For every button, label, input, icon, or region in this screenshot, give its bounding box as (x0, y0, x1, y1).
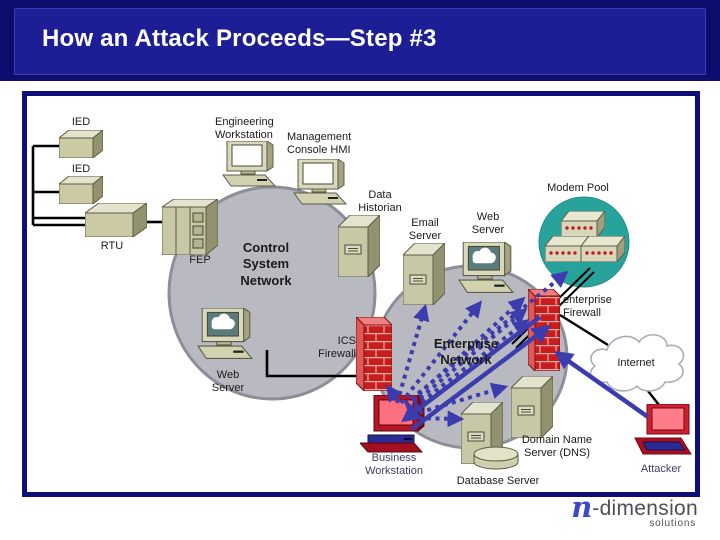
slide-title: How an Attack Proceeds—Step #3 (42, 25, 437, 52)
internet-label: Internet (617, 357, 655, 369)
slide-header-panel: How an Attack Proceeds—Step #3 (14, 8, 706, 75)
modem-icon (561, 211, 605, 237)
company-logo: n-dimension solutions (548, 490, 698, 530)
logo-mark: n (571, 490, 593, 524)
web-server-control-label: Web Server (211, 369, 245, 394)
management-console-label: Management Console HMI (287, 131, 352, 156)
rtu-icon (85, 203, 147, 237)
logo-tagline: solutions (649, 518, 696, 529)
slide-header: How an Attack Proceeds—Step #3 (0, 0, 720, 81)
modem-icon (581, 236, 625, 262)
enterprise-firewall-label: enterprise Firewall (563, 294, 612, 319)
email-server-label: Email Server (408, 217, 442, 242)
ics-firewall-icon (356, 317, 392, 391)
data-historian-icon (338, 215, 380, 277)
fep-cabinet-icon (162, 199, 218, 255)
enterprise-network-label: Enterprise Network (433, 336, 499, 368)
attacker-laptop-icon (634, 404, 692, 455)
logo-wordmark: -dimension (592, 497, 698, 520)
email-server-icon (403, 243, 445, 305)
management-console-icon (293, 159, 348, 205)
business-workstation-label: Business Workstation (365, 452, 423, 477)
dns-server-icon (511, 376, 553, 438)
business-workstation-icon (360, 395, 425, 453)
engineering-workstation-icon (222, 141, 277, 187)
attacker-label: Attacker (640, 463, 682, 475)
modem-pool-label: Modem Pool (547, 182, 609, 194)
ics-firewall-label: ICS Firewall (318, 335, 356, 360)
fep-label: FEP (189, 254, 211, 266)
web-server-enterprise-icon (458, 242, 515, 293)
enterprise-firewall-icon (528, 289, 560, 371)
database-disk-icon (473, 446, 519, 470)
ied-2-label: IED (71, 163, 91, 175)
engineering-workstation-label: Engineering Workstation (215, 116, 274, 141)
ied-1-icon (59, 130, 103, 158)
rtu-label: RTU (100, 240, 124, 252)
ied-1-label: IED (71, 116, 91, 128)
dns-server-label: Domain Name Server (DNS) (521, 434, 593, 459)
database-server-label: Database Server (456, 475, 540, 487)
control-system-network-label: Control System Network (240, 240, 292, 288)
web-server-enterprise-label: Web Server (471, 211, 505, 236)
ied-2-icon (59, 176, 103, 204)
web-server-control-icon (197, 308, 254, 359)
data-historian-label: Data Historian (358, 189, 402, 214)
